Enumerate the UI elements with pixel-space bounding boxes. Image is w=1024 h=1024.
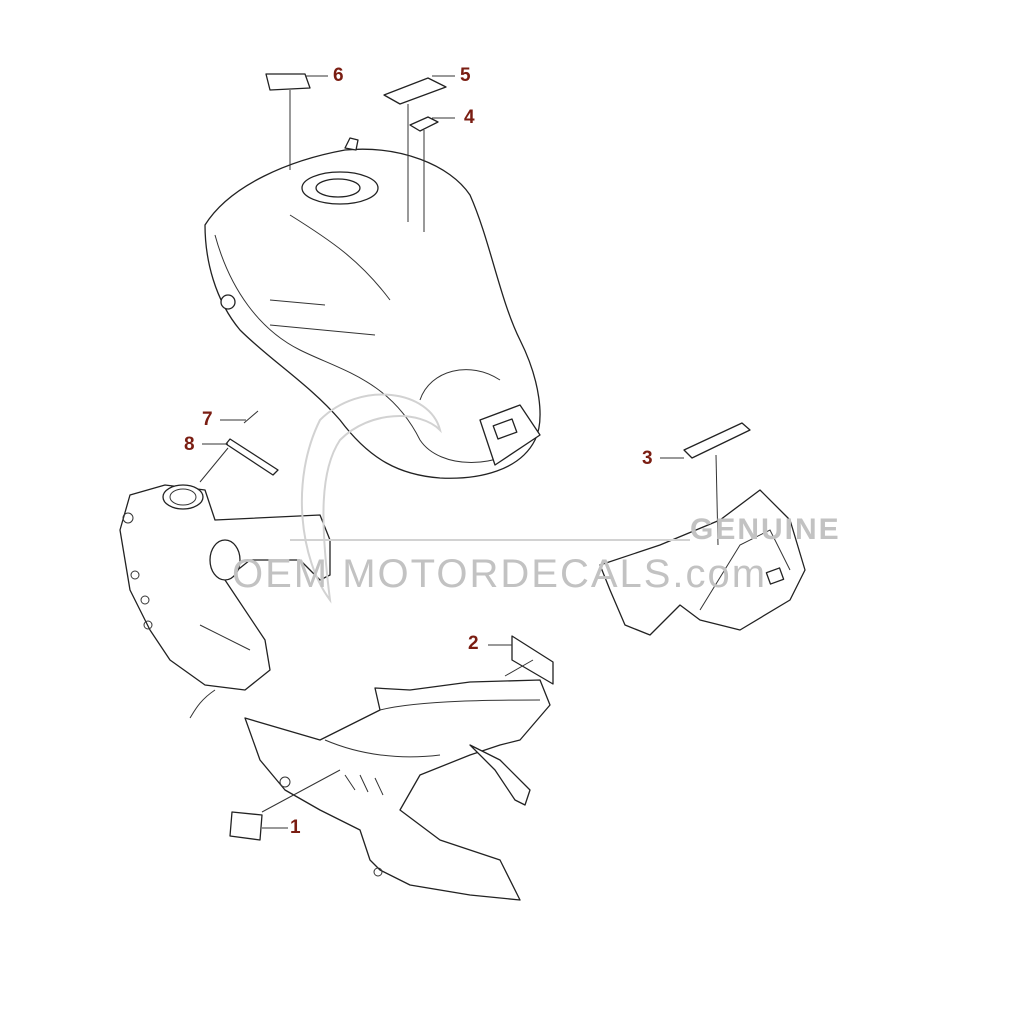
decal-3 — [683, 422, 751, 459]
decal-7 — [243, 410, 259, 424]
decals — [225, 73, 751, 841]
decal-1 — [229, 811, 263, 841]
callout-7: 7 — [202, 409, 213, 430]
watermark-logo — [290, 393, 690, 604]
decal-8 — [225, 438, 279, 476]
lower-fairing — [244, 679, 551, 901]
watermark-site: OEM MOTORDECALS.com — [232, 552, 768, 596]
callout-5: 5 — [460, 65, 471, 86]
callout-8: 8 — [184, 434, 195, 455]
callout-6: 6 — [333, 65, 344, 86]
callout-2: 2 — [468, 633, 479, 654]
decal-5 — [383, 77, 447, 105]
right-cowl — [599, 489, 806, 636]
decal-6 — [265, 73, 311, 91]
frame-intake — [119, 484, 331, 719]
decal-4 — [409, 116, 439, 132]
callout-1: 1 — [290, 817, 301, 838]
callout-3: 3 — [642, 448, 653, 469]
leader-lines — [199, 75, 719, 829]
callout-4: 4 — [464, 107, 475, 128]
fuel-tank — [204, 137, 541, 479]
watermark-genuine: GENUINE — [690, 513, 841, 546]
